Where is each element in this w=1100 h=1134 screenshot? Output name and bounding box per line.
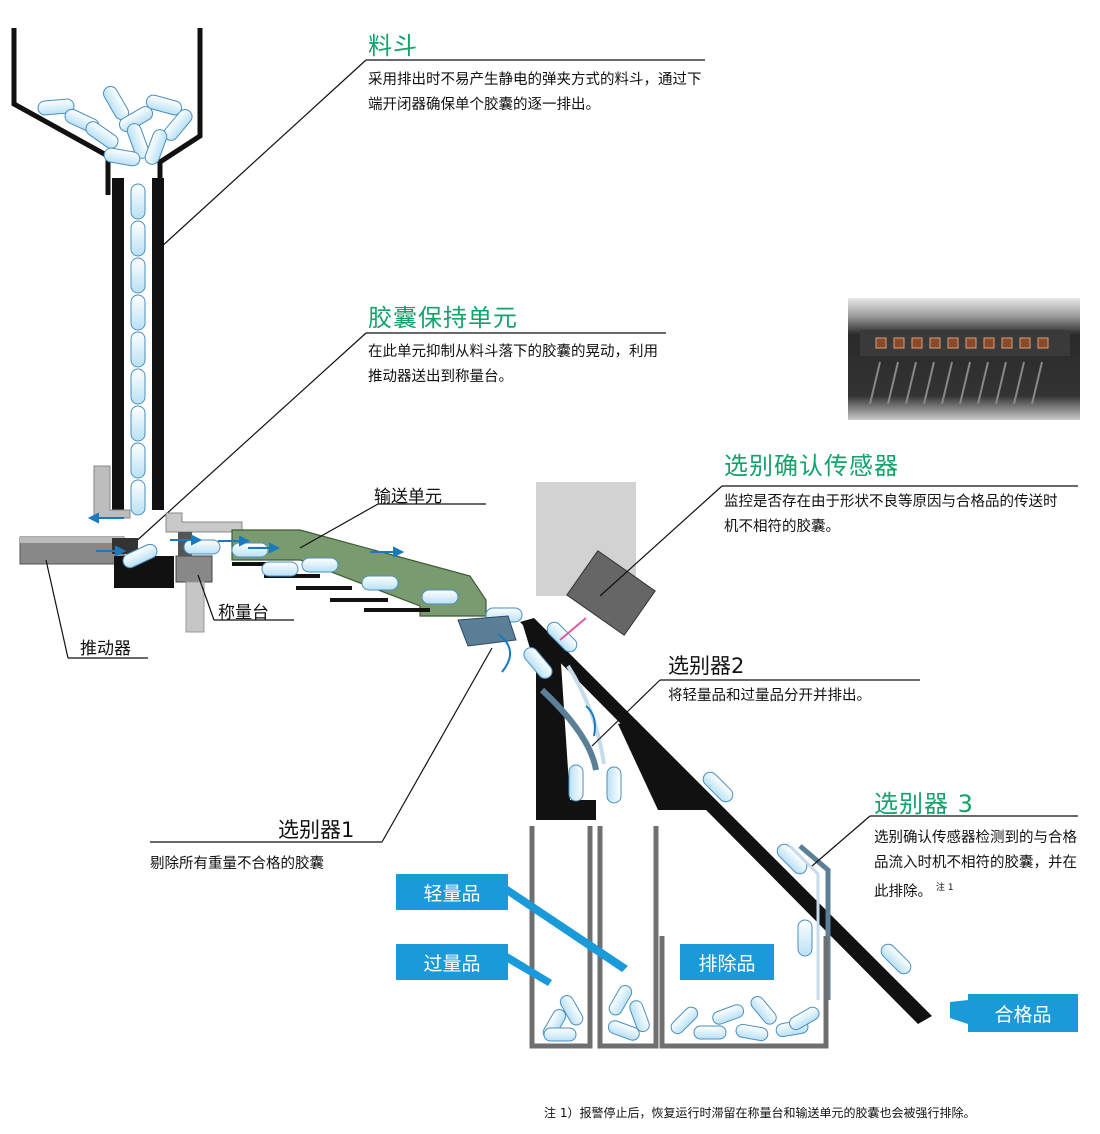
photo-slot [911, 337, 923, 349]
chute-capsule [130, 294, 146, 331]
leader-hopper [159, 59, 367, 249]
pusher-label: 推动器 [80, 639, 131, 659]
photo-slot [1019, 337, 1031, 349]
sorter2-title: 选别器2 [668, 654, 745, 678]
chute-capsule [130, 442, 146, 479]
photo-finger [1031, 361, 1043, 405]
photo-finger [869, 361, 881, 405]
sorter3-desc: 选别确认传感器检测到的与合格品流入时机不相符的胶囊，并在此排除。注 1 [874, 826, 1080, 905]
chute-capsule [130, 257, 146, 294]
photo-finger [959, 361, 971, 405]
sorter3-desc-text: 选别确认传感器检测到的与合格品流入时机不相符的胶囊，并在此排除。 [874, 830, 1077, 900]
leader-weigh-table [197, 574, 215, 621]
photo-slot [893, 337, 905, 349]
sorter3-title: 选别器 3 [874, 790, 974, 818]
conveyor-label: 输送单元 [374, 487, 442, 507]
weigh-table-label: 称量台 [218, 603, 269, 623]
sorter3-note-ref: 注 1 [936, 883, 954, 893]
leader-sorter3 [811, 815, 871, 867]
bin-capsules [542, 985, 820, 1042]
footnote: 注 1）报警停止后，恢复运行时滞留在称量台和输送单元的胶囊也会被强行排除。 [544, 1106, 976, 1120]
pointer-over [500, 952, 552, 986]
sensor-desc: 监控是否存在由于形状不良等原因与合格品的传送时机不相符的胶囊。 [724, 494, 1058, 535]
photo-slot [983, 337, 995, 349]
photo-finger [887, 361, 899, 405]
chute-capsules-falling [523, 621, 912, 975]
photo-slot [929, 337, 941, 349]
chute-capsule [130, 479, 146, 516]
chute-capsule [130, 368, 146, 405]
leader-pusher [45, 559, 69, 659]
sensor-title: 选别确认传感器 [724, 452, 899, 480]
sorter2-desc: 将轻量品和过量品分开并排出。 [668, 688, 871, 704]
photo-slot [947, 337, 959, 349]
flow-arrows [87, 512, 405, 558]
photo-finger [977, 361, 989, 405]
chute-capsule [130, 331, 146, 368]
bin-label-over: 过量品 [396, 944, 508, 980]
bin-label-light: 轻量品 [396, 874, 508, 910]
photo-finger [923, 361, 935, 405]
photo-slot [1037, 337, 1049, 349]
photo-finger [941, 361, 953, 405]
leader-sorter1 [381, 647, 493, 843]
photo-slot [875, 337, 887, 349]
photo-slot [1001, 337, 1013, 349]
hopper [11, 28, 203, 510]
sort-sensor [536, 482, 656, 641]
pointer-pass [950, 1000, 968, 1024]
photo-finger [995, 361, 1007, 405]
chute-capsule [130, 405, 146, 442]
sorter1-title: 选别器1 [278, 818, 355, 842]
chute-capsules [130, 183, 146, 516]
photo-finger [1013, 361, 1025, 405]
capsule-hold-desc: 在此单元抑制从料斗落下的胶囊的晃动，利用推动器送出到称量台。 [368, 344, 658, 385]
leader-sorter2 [591, 679, 661, 747]
photo-slot [965, 337, 977, 349]
sorter1-mechanism [457, 615, 517, 673]
machine-photo [848, 298, 1080, 420]
hopper-capsules [37, 85, 193, 167]
chute-capsule [130, 220, 146, 257]
capsule-hold-title: 胶囊保持单元 [368, 304, 518, 332]
pointer-light [500, 886, 628, 972]
leader-conveyor [299, 503, 379, 549]
bin-label-reject: 排除品 [680, 944, 774, 980]
chute-capsule [130, 183, 146, 220]
bin-label-pass: 合格品 [968, 994, 1078, 1032]
hopper-desc: 采用排出时不易产生静电的弹夹方式的料斗，通过下端开闭器确保单个胶囊的逐一排出。 [368, 72, 702, 113]
photo-finger [905, 361, 917, 405]
hopper-title: 料斗 [368, 32, 418, 60]
leader-sensor [599, 485, 723, 597]
leader-capsule-hold [131, 332, 367, 546]
bins [529, 826, 829, 1049]
sorter1-desc: 剔除所有重量不合格的胶囊 [150, 856, 324, 872]
